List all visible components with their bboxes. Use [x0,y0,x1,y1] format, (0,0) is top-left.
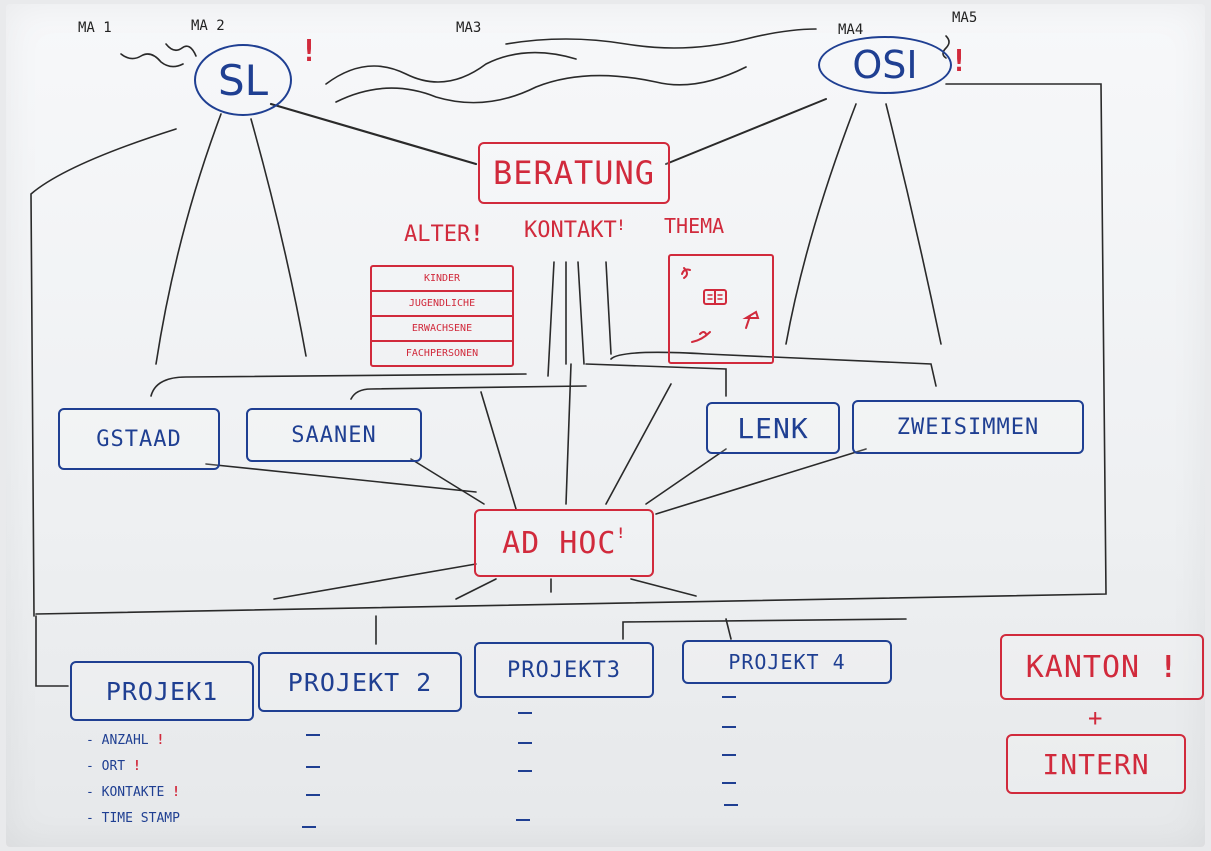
location-label: SAANEN [291,422,377,448]
beratung-box: BERATUNG [478,142,670,204]
field-exclamation: ! [172,785,180,800]
osi-exclamation: ! [950,44,969,79]
placeholder-dash [724,804,738,806]
location-gstaad: GSTAAD [58,408,220,470]
sl-label: SL [217,55,269,105]
sl-exclamation: ! [300,34,319,69]
project-label: PROJEK1 [105,676,219,706]
field-label: - KONTAKTE [86,785,165,800]
age-group-row: FACHPERSONEN [405,348,479,359]
ma2-label: MA 2 [191,18,225,34]
flag-icon [742,310,760,329]
kanton-box: KANTON ! [1000,634,1204,700]
age-group-row: JUGENDLICHE [372,292,512,317]
project-3: PROJEKT3 [474,642,654,698]
placeholder-dash [722,782,736,784]
sl-node: SL [194,44,292,116]
alter-exclamation: ! [470,222,484,247]
alter-label: ALTER [404,222,471,247]
intern-box: INTERN [1006,734,1186,794]
location-label: LENK [737,411,809,445]
project-1: PROJEK1 [70,661,254,721]
project-2: PROJEKT 2 [258,652,462,712]
placeholder-dash [518,770,532,772]
placeholder-dash [722,726,736,728]
field-item: - ORT ! [86,754,180,780]
ma1-label: MA 1 [78,20,112,36]
thema-pictogram-box [668,254,774,364]
location-saanen: SAANEN [246,408,422,462]
field-exclamation: ! [132,759,141,774]
project1-field-list: - ANZAHL ! - ORT ! - KONTAKTE ! - TIME S… [86,728,180,832]
placeholder-dash [306,794,320,796]
field-label: - ORT [86,759,126,774]
placeholder-dash [518,712,532,714]
placeholder-dash [722,754,736,756]
project-label: PROJEKT 2 [287,667,433,697]
adhoc-box: AD HOC! [474,509,654,577]
phone-icon [681,267,691,279]
placeholder-dash [518,742,532,744]
age-group-row: ERWACHSENE [372,317,512,342]
criteria-kontakt: KONTAKT! [524,218,625,243]
placeholder-dash [722,696,736,698]
project-label: PROJEKT3 [507,657,621,683]
criteria-thema: THEMA [664,214,725,238]
osi-node: OSI [818,36,952,94]
location-zweisimmen: ZWEISIMMEN [852,400,1084,454]
kontakt-label: KONTAKT [524,218,617,243]
ma5-label: MA5 [952,10,978,26]
field-item: - ANZAHL ! [86,728,180,754]
kanton-label: KANTON [1025,649,1141,685]
field-label: - TIME STAMP [86,811,180,826]
adhoc-exclamation: ! [616,526,626,542]
placeholder-dash [306,766,320,768]
connector-lines [30,28,1107,687]
field-item: - KONTAKTE ! [86,780,180,806]
ma4-label: MA4 [838,22,864,38]
project-label: PROJEKT 4 [728,650,846,674]
location-lenk: LENK [706,402,840,454]
location-label: GSTAAD [96,426,182,452]
project-4: PROJEKT 4 [682,640,892,684]
ma3-label: MA3 [456,20,482,36]
osi-label: OSI [852,43,918,87]
kanton-plus: + [1088,704,1103,732]
intern-label: INTERN [1042,747,1150,781]
placeholder-dash [306,734,320,736]
location-label: ZWEISIMMEN [896,414,1040,440]
adhoc-label: AD HOC [502,525,617,561]
placeholder-dash [302,826,316,828]
thema-pictograms [681,267,760,343]
placeholder-dash [516,819,530,821]
age-group-row: KINDER [372,267,512,292]
field-exclamation: ! [156,733,165,748]
criteria-alter: ALTER! [404,222,483,247]
whiteboard: MA 1 MA 2 MA3 MA4 MA5 SL ! OSI ! BERATUN… [6,4,1205,847]
hand-icon [691,331,711,343]
field-item: - TIME STAMP [86,806,180,832]
field-label: - ANZAHL [86,733,149,748]
age-group-table: KINDER JUGENDLICHE ERWACHSENE FACHPERSON… [370,265,514,367]
kontakt-exclamation: ! [616,218,626,234]
kanton-exclamation: ! [1159,649,1179,685]
beratung-title: BERATUNG [492,154,656,192]
